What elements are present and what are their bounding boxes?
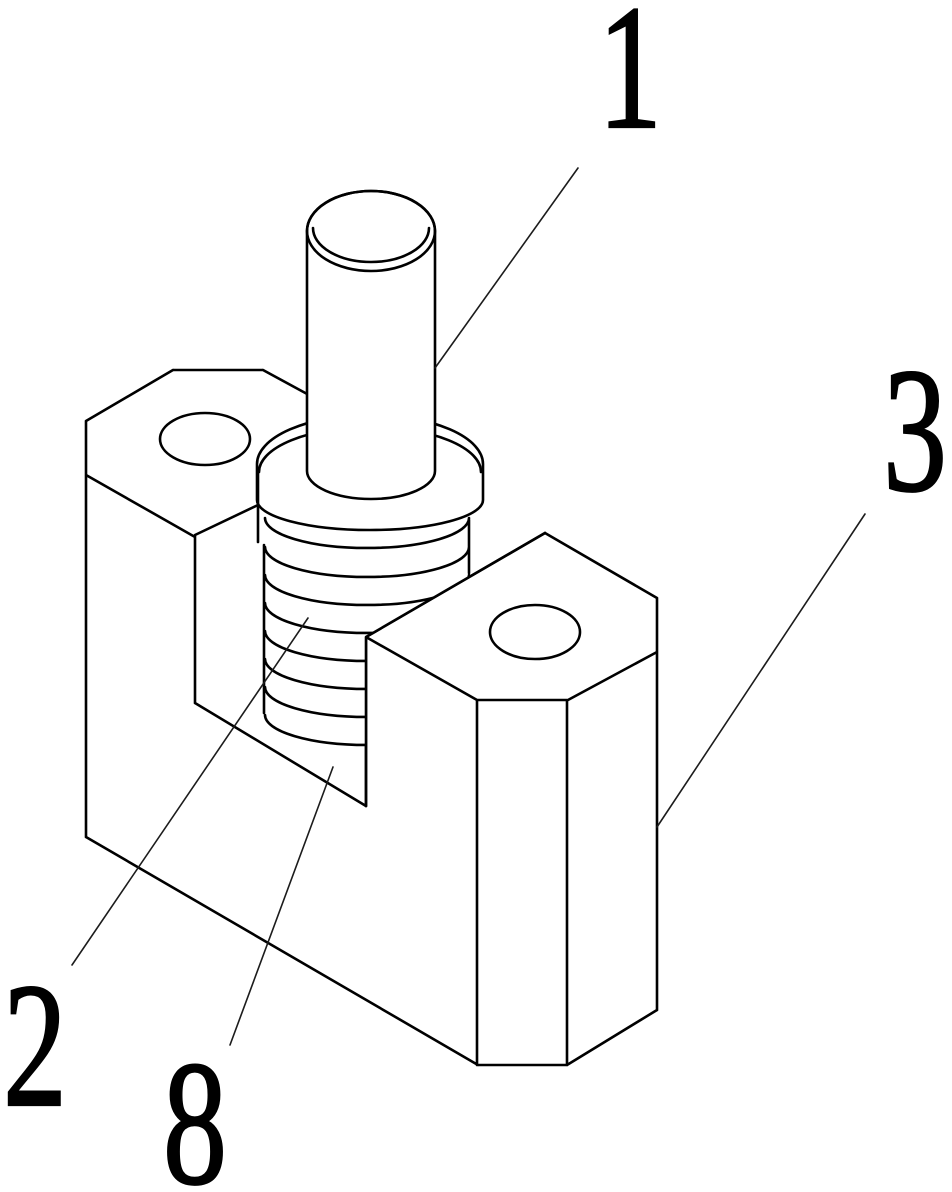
leader-1 bbox=[434, 167, 579, 369]
left-prong-hole bbox=[158, 411, 252, 467]
shaft-cylinder bbox=[305, 189, 437, 501]
slot-right-wall-edges bbox=[364, 531, 547, 808]
callout-1: 1 bbox=[598, 0, 662, 166]
callout-8: 8 bbox=[163, 1025, 227, 1192]
callout-2: 2 bbox=[3, 947, 67, 1144]
leader-8 bbox=[229, 766, 334, 1046]
u-block bbox=[84, 368, 659, 1067]
leader-2 bbox=[71, 617, 309, 966]
right-prong-hole bbox=[488, 603, 582, 661]
callout-3: 3 bbox=[883, 332, 947, 529]
leader-3 bbox=[656, 513, 866, 828]
leader-lines bbox=[71, 167, 866, 1046]
